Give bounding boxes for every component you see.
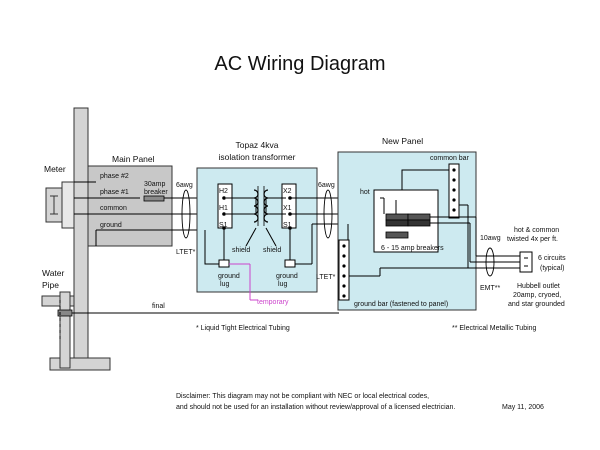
- ground-lug-left-label-1: ground: [218, 273, 240, 280]
- main-panel-label: Main Panel: [112, 154, 155, 164]
- common-label: common: [100, 205, 127, 212]
- circuits-label-1: 6 circuits: [538, 255, 566, 262]
- service-pole: [41, 107, 111, 371]
- hubbell-label-3: and star grounded: [508, 301, 565, 308]
- ground-bar: [338, 239, 350, 301]
- twisted-label-2: twisted 4x per ft.: [507, 236, 558, 243]
- breakers-label: 6 - 15 amp breakers: [381, 245, 444, 252]
- ground-lug-right-label-1: ground: [276, 273, 298, 280]
- hot-label: hot: [360, 189, 370, 196]
- ground-lug-right: [284, 259, 296, 268]
- breaker-label-2: breaker: [144, 189, 168, 196]
- transformer-label-2: isolation transformer: [218, 152, 295, 162]
- ground-label: ground: [100, 222, 122, 229]
- transformer-label-1: Topaz 4kva: [236, 140, 279, 150]
- diagram-date: May 11, 2006: [502, 404, 544, 411]
- conduit-ltet-left: [181, 189, 191, 239]
- ground-bar-label: ground bar (fastened to panel): [354, 301, 448, 308]
- hubbell-label-1: Hubbell outlet: [517, 283, 560, 290]
- temporary-bond: [229, 263, 258, 301]
- twisted-label-1: hot & common: [514, 227, 559, 234]
- ltet-left-label: LTET*: [176, 249, 196, 256]
- ltet-right-label: LTET*: [316, 274, 336, 281]
- meter-label: Meter: [44, 164, 66, 174]
- water-pipe-label-2: Pipe: [42, 280, 59, 290]
- ground-lug-left-label-2: lug: [220, 281, 229, 288]
- final-label: final: [152, 303, 165, 310]
- terminal-s1-right: S1: [283, 222, 292, 229]
- terminal-s1-left: S1: [219, 222, 228, 229]
- hubbell-outlet: [519, 251, 533, 273]
- emt-footnote: ** Electrical Metallic Tubing: [452, 325, 537, 332]
- meter: [45, 181, 75, 229]
- disclaimer-line-1: Disclaimer: This diagram may not be comp…: [176, 393, 429, 400]
- terminal-x1: X1: [283, 205, 292, 212]
- shield-right-label: shield: [263, 247, 281, 254]
- terminal-h1: H1: [219, 205, 228, 212]
- ground-lug-left: [218, 259, 230, 268]
- branch-circuit-wires: [349, 204, 520, 277]
- ground-bar-dots: [342, 244, 346, 298]
- common-bar-label: common bar: [430, 155, 470, 162]
- temporary-label: temporary: [257, 299, 289, 306]
- hubbell-label-2: 20amp, cryoed,: [513, 292, 561, 299]
- terminal-h2: H2: [219, 188, 228, 195]
- transformer-shield-wiring: [223, 227, 291, 262]
- conduit-emt: [485, 247, 495, 277]
- emt-label: EMT**: [480, 285, 501, 292]
- awg10-label: 10awg: [480, 235, 501, 242]
- ground-lug-right-label-2: lug: [278, 281, 287, 288]
- transformer-terminals: [217, 183, 297, 229]
- awg6-right-label: 6awg: [318, 182, 335, 189]
- breaker-label-1: 30amp: [144, 181, 166, 188]
- main-panel-wires: [74, 181, 172, 246]
- new-panel-label: New Panel: [382, 136, 423, 146]
- diagram-title: AC Wiring Diagram: [214, 53, 385, 75]
- phase1-label: phase #1: [100, 189, 129, 196]
- breakers-15amp: [385, 213, 431, 239]
- breaker-30amp: [143, 195, 165, 202]
- water-pipe-label-1: Water: [42, 268, 65, 278]
- common-bar-dots: [452, 168, 456, 212]
- isolation-transformer: [196, 167, 318, 293]
- transformer-coils: [253, 186, 269, 226]
- ground-wire-main-to-lug: [204, 230, 219, 265]
- phase2-label: phase #2: [100, 173, 129, 180]
- ltet-footnote: * Liquid Tight Electrical Tubing: [196, 325, 290, 332]
- awg6-left-label: 6awg: [176, 182, 193, 189]
- main-panel: [87, 165, 173, 247]
- terminal-x2: X2: [283, 188, 292, 195]
- circuits-label-2: (typical): [540, 265, 565, 272]
- conduit-ltet-right: [323, 189, 333, 239]
- disclaimer-line-2: and should not be used for an installati…: [176, 404, 455, 411]
- shield-left-label: shield: [232, 247, 250, 254]
